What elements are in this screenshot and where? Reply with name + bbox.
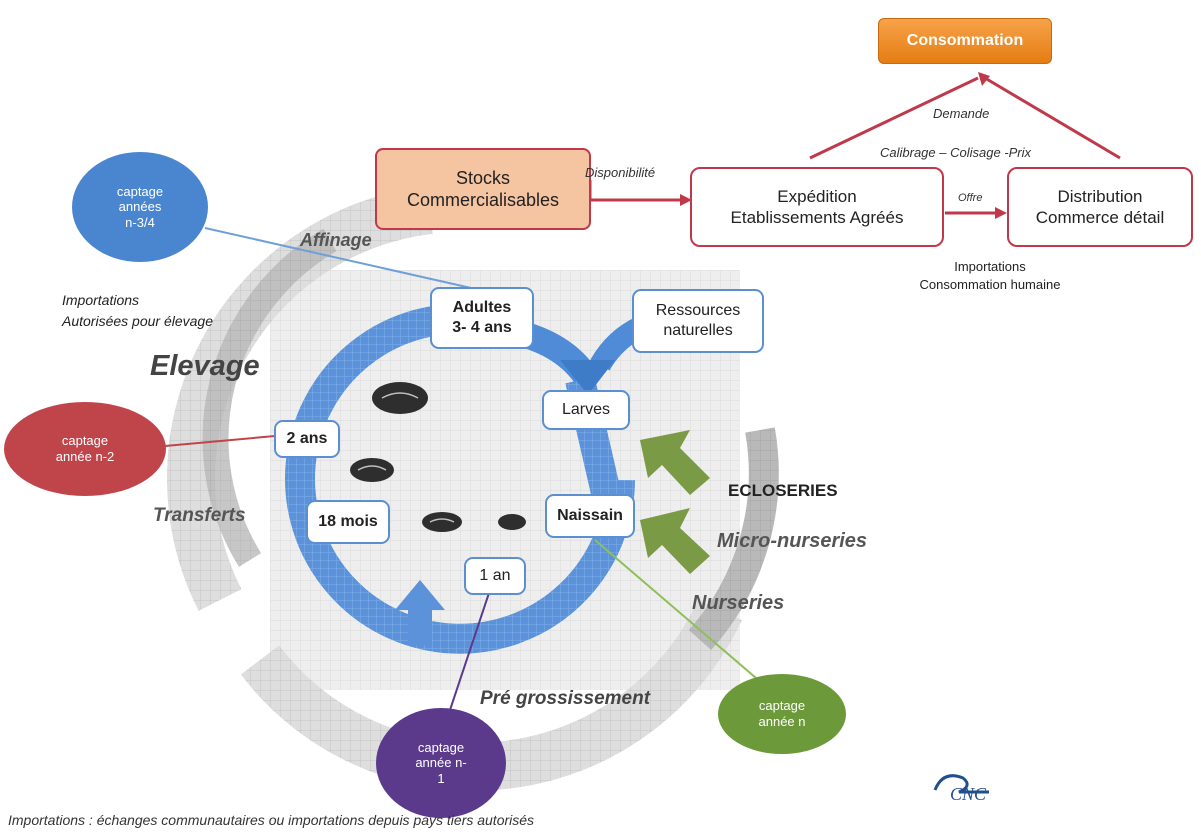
adultes-box: Adultes 3- 4 ans [430,287,534,349]
green-arrow-2 [640,508,710,574]
stocks-line2: Commercialisables [406,190,560,210]
ressources-line1: Ressources [655,302,741,319]
demande-label: Demande [933,106,990,121]
expedition-line1: Expédition [777,186,857,206]
importations-elevage-line2: Autorisées pour élevage [62,313,213,329]
naissain-label: Naissain [557,507,623,524]
captage-n2-ellipse: captage année n-2 [4,402,166,496]
affinage-label: Affinage [300,230,372,250]
naissain-box: Naissain [545,494,635,538]
ressources-line2: naturelles [663,322,733,339]
adultes-line1: Adultes [452,299,512,316]
consommation-box: Consommation [878,18,1052,64]
importations-conso: Importations Consommation humaine [890,258,1090,294]
outer-arc-right [688,427,779,651]
captage-n34-ellipse: captage années n-3/4 [72,152,208,262]
blue-cycle-ring [285,303,635,654]
captage-n34-line1: captage [116,183,164,199]
stocks-line1: Stocks [455,167,511,188]
captage-n34-line3: n-3/4 [125,214,155,230]
green-arrow-1 [640,430,710,495]
dix-huit-mois-label: 18 mois [318,513,378,530]
captage-n1-line3: 1 [437,770,445,786]
adultes-line2: 3- 4 ans [452,319,512,336]
captage-n2-line2: année n-2 [55,449,115,464]
captage-n-line1: captage [758,698,806,714]
expedition-box: Expédition Etablissements Agréés [690,167,944,247]
consommation-label: Consommation [906,32,1024,49]
importations-elevage: Importations Autorisées pour élevage [62,290,213,332]
blue-arrow-larves [560,360,615,395]
inner-arc-left [202,228,337,567]
captage-n-line2: année n [758,714,806,729]
un-an-box: 1 an [464,557,526,595]
distribution-box: Distribution Commerce détail [1007,167,1193,247]
deux-ans-box: 2 ans [274,420,340,458]
disponibilite-label: Disponibilité [585,165,656,180]
ressources-box: Ressources naturelles [632,289,764,353]
captage-n34-line2: années [118,199,162,215]
footer-note: Importations : échanges communautaires o… [8,812,535,828]
larves-label: Larves [561,401,611,418]
captage-n1-line1: captage [417,739,465,755]
nurseries-label: Nurseries [692,592,785,614]
importations-conso-line1: Importations [954,259,1026,274]
transferts-label: Transferts [153,505,246,526]
un-an-label: 1 an [479,567,511,584]
captage-n1-line2: année n- [415,755,467,771]
oyster-icon [350,382,526,532]
distribution-line1: Distribution [1057,186,1143,206]
importations-elevage-line1: Importations [62,292,140,308]
deux-ans-label: 2 ans [286,430,328,447]
dix-huit-mois-box: 18 mois [306,500,390,544]
offre-label: Offre [958,192,983,204]
micro-nurseries-label: Micro-nurseries [717,530,868,552]
elevage-label: Elevage [150,350,260,382]
stocks-box: Stocks Commercialisables [375,148,591,230]
svg-text:CNC: CNC [950,784,987,804]
pre-grossissement-label: Pré grossissement [480,688,651,709]
calibrage-label: Calibrage – Colisage -Prix [880,145,1032,160]
ecloseries-label: ECLOSERIES [728,481,838,500]
larves-box: Larves [542,390,630,430]
captage-n-ellipse: captage année n [718,674,846,754]
blue-arrow-up [395,580,445,645]
logo-icon: CNC [933,774,989,804]
importations-conso-line2: Consommation humaine [919,277,1061,293]
captage-n1-ellipse: captage année n- 1 [376,708,506,818]
expedition-line2: Etablissements Agréés [730,208,904,227]
captage-n2-line1: captage [61,433,109,449]
distribution-line2: Commerce détail [1035,208,1165,227]
